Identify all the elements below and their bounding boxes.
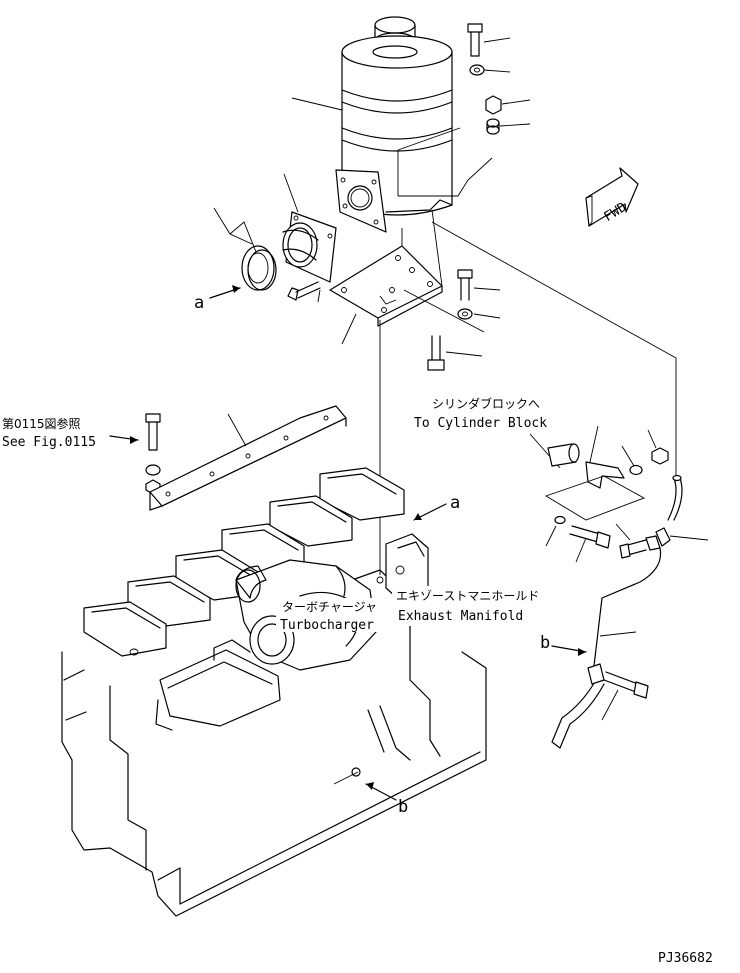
breather-tube [551,474,709,749]
ref-b-label-right: b [540,633,550,653]
block-nut [647,429,669,465]
nut-top [485,95,502,115]
ref-a-lower: a [413,493,460,521]
ref-b-right: b [540,633,587,656]
tube-washer [545,515,566,547]
drawing-number: PJ36682 [658,951,713,966]
outlet-elbow [282,211,337,283]
bracket-bolt-1 [457,269,501,301]
spacer-top [486,118,500,135]
ref-b-lower: b [365,782,408,817]
bracket-washer [457,308,501,320]
ref-b-label-lower: b [398,797,408,817]
turbo-en: Turbocharger [280,618,374,633]
ref-a-label: a [194,293,204,313]
exhaust-jp: エキゾーストマニホールド [396,589,539,603]
washer-top [469,64,485,76]
ref-a-label-lower: a [450,493,460,513]
exhaust-en: Exhaust Manifold [398,609,523,624]
ref-a-upper: a [194,285,241,313]
tube-stud [569,525,611,563]
bracket-bolt-2 [427,335,483,371]
mount-bracket [329,209,443,327]
block-washer [621,445,643,476]
fig-ref-en: See Fig.0115 [2,435,96,450]
engine-block [61,467,487,917]
tube-bolt [601,671,649,721]
fwd-arrow-icon: FWD [585,167,639,227]
hose-clamp [241,245,277,291]
flange-bolt [287,281,321,301]
cyl-block-jp: シリンダブロックへ [432,396,540,411]
tube-fitting [615,523,661,559]
block-spacer [547,443,580,467]
air-cleaner [335,16,493,233]
bolt-top [467,23,483,57]
fig-ref-jp: 第0115図参照 [2,416,81,431]
fig-ref-bolt [145,413,161,495]
block-bracket [585,425,625,489]
cyl-block-en: To Cylinder Block [414,416,547,431]
turbo-jp: ターボチャージャ [282,600,377,614]
manifold-cover [149,405,347,511]
